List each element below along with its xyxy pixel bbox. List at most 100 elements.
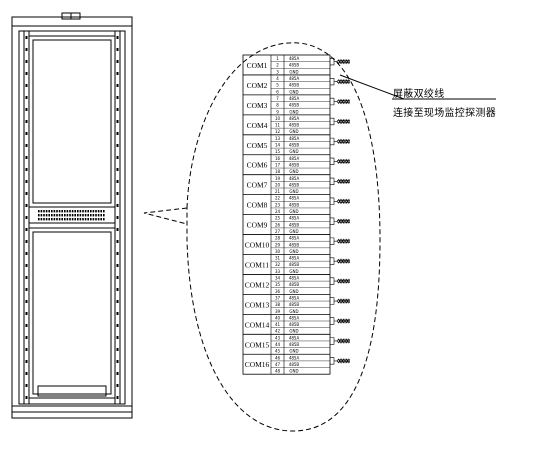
rail-hole xyxy=(116,132,119,135)
vent-slot xyxy=(71,214,74,217)
vent-slot xyxy=(87,218,89,221)
rail-hole xyxy=(25,156,28,159)
pin-signal: 485B xyxy=(289,63,300,68)
twisted-pair-icon xyxy=(336,298,351,304)
port-label: COM1 xyxy=(247,61,268,70)
vent-slot xyxy=(43,210,45,213)
pin-signal: 485A xyxy=(289,276,300,281)
pin-number: 22 xyxy=(275,196,281,201)
vent-slot xyxy=(82,210,84,213)
port-label: COM16 xyxy=(245,360,270,369)
vent-slot xyxy=(56,218,58,221)
port-label: COM3 xyxy=(247,101,268,110)
pin-signal: GND xyxy=(289,289,298,294)
rail-hole xyxy=(116,384,119,387)
vent-slot xyxy=(53,214,56,217)
pin-signal: 485B xyxy=(289,162,300,167)
cabinet-inner-frame xyxy=(18,30,126,405)
port-label: COM8 xyxy=(247,201,268,210)
pin-number: 6 xyxy=(276,89,279,94)
vent-slot xyxy=(66,218,69,221)
twisted-pair-icon xyxy=(336,98,351,105)
pin-signal: GND xyxy=(289,149,298,154)
pin-number: 40 xyxy=(275,315,281,320)
cable-bracket xyxy=(330,137,337,146)
vent-slot xyxy=(79,210,82,213)
rail-hole xyxy=(25,144,28,147)
vent-slot xyxy=(43,218,45,221)
callout-text-shielded-twisted-pair: 屏蔽双绞线 xyxy=(393,89,445,100)
bottom-tray xyxy=(37,385,107,397)
pin-signal: 485A xyxy=(289,136,300,141)
pin-number: 9 xyxy=(276,109,279,114)
vent-slot xyxy=(61,210,63,213)
vent-slot xyxy=(103,218,105,221)
port-label: COM13 xyxy=(245,300,270,309)
rail-hole xyxy=(25,372,28,375)
rail-hole xyxy=(25,84,28,87)
vent-slot xyxy=(45,218,48,221)
pin-number: 5 xyxy=(276,83,279,88)
pin-number: 31 xyxy=(275,256,281,261)
pin-signal: 485A xyxy=(289,116,300,121)
pin-signal: GND xyxy=(289,269,298,274)
vent-slot xyxy=(95,210,97,213)
vent-slot xyxy=(51,214,53,217)
vent-slot xyxy=(74,218,76,221)
pin-number: 45 xyxy=(275,349,281,354)
rail-hole xyxy=(116,156,119,159)
pin-signal: GND xyxy=(289,209,298,214)
vent-slot xyxy=(79,214,82,217)
rail-hole xyxy=(116,396,119,399)
vent-slot xyxy=(66,214,69,217)
rail-hole xyxy=(116,372,119,375)
pin-number: 23 xyxy=(275,202,281,207)
vent-slot xyxy=(100,214,102,217)
vent-slot xyxy=(90,218,92,221)
pin-signal: GND xyxy=(289,69,298,74)
pin-signal: 485B xyxy=(289,302,300,307)
vent-slot xyxy=(53,218,56,221)
twisted-pair-icon xyxy=(336,58,351,65)
pin-signal: 485A xyxy=(289,355,300,360)
vent-slot xyxy=(82,214,84,217)
pin-number: 29 xyxy=(275,242,281,247)
callout-balloon xyxy=(186,42,381,432)
vent-slot xyxy=(84,218,87,221)
pin-signal: 485B xyxy=(289,202,300,207)
pin-signal: 485A xyxy=(289,256,300,261)
cable-bracket xyxy=(330,237,337,245)
cable-bracket xyxy=(330,177,337,185)
cable-bracket xyxy=(330,97,337,106)
vent-slot xyxy=(56,210,58,213)
rail-holes xyxy=(25,36,119,399)
pin-signal: GND xyxy=(289,349,298,354)
rail-hole xyxy=(25,72,28,75)
twisted-pair-icon xyxy=(336,138,351,145)
port-label: COM4 xyxy=(247,121,268,130)
pin-number: 43 xyxy=(275,335,281,340)
rail-hole xyxy=(116,96,119,99)
vent-slot xyxy=(95,218,97,221)
cable-bracket xyxy=(330,58,337,66)
vent-slot xyxy=(92,218,95,221)
port-label: COM12 xyxy=(245,280,270,289)
pin-signal: GND xyxy=(289,129,298,134)
pin-number: 34 xyxy=(275,276,281,281)
vent-slot xyxy=(92,210,95,213)
pin-signal: 485A xyxy=(289,76,300,81)
pin-signal: GND xyxy=(289,309,298,314)
twisted-pair-icon xyxy=(336,338,351,344)
vent-slot xyxy=(97,214,100,217)
vent-slot xyxy=(40,218,43,221)
vent-slot xyxy=(90,214,92,217)
vent-band xyxy=(28,206,116,224)
pin-number: 35 xyxy=(275,282,281,287)
pin-number: 3 xyxy=(276,69,279,74)
server-cabinet xyxy=(11,12,133,419)
rail-hole xyxy=(25,228,28,231)
pin-number: 26 xyxy=(275,222,281,227)
twisted-pair-icon xyxy=(336,338,351,344)
pin-signal: 485A xyxy=(289,216,300,221)
pin-number: 19 xyxy=(275,176,281,181)
